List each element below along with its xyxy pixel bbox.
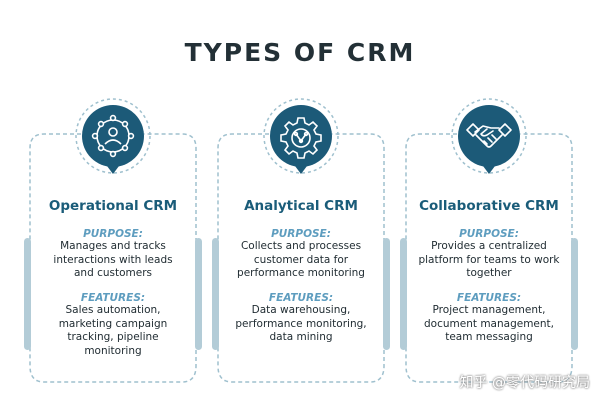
features-label: FEATURES: (80, 292, 146, 304)
purpose-text: Provides a centralized platform for team… (418, 240, 560, 279)
purpose-text: Collects and processes customer data for… (237, 240, 365, 279)
page-title: TYPES OF CRM (184, 38, 416, 67)
card-collaborative-crm: Collaborative CRM PURPOSE: Provides a ce… (400, 92, 578, 386)
features-text: Sales automation, marketing campaign tra… (58, 304, 168, 357)
features-text: Data warehousing, performance monitoring… (235, 304, 367, 343)
purpose-label: PURPOSE: (459, 228, 519, 240)
purpose-label: PURPOSE: (271, 228, 331, 240)
purpose-label: PURPOSE: (83, 228, 143, 240)
card-operational-crm: Operational CRM PURPOSE: Manages and tra… (24, 92, 202, 386)
gear-network-icon (263, 98, 339, 174)
card-frame (400, 133, 578, 383)
card-frame (212, 133, 390, 383)
card-heading: Operational CRM (48, 198, 178, 214)
card-analytical-crm: Analytical CRM PURPOSE: Collects and pro… (212, 92, 390, 386)
handshake-icon (451, 98, 527, 174)
card-frame (24, 133, 202, 383)
card-heading: Analytical CRM (244, 198, 358, 214)
purpose-text: Manages and tracks interactions with lea… (53, 240, 173, 279)
network-user-icon (75, 98, 151, 174)
card-heading: Collaborative CRM (419, 198, 559, 214)
features-label: FEATURES: (268, 292, 334, 304)
features-text: Project management, document management,… (424, 304, 554, 343)
watermark: 知乎 @零代码研究局 (459, 375, 590, 391)
features-label: FEATURES: (456, 292, 522, 304)
